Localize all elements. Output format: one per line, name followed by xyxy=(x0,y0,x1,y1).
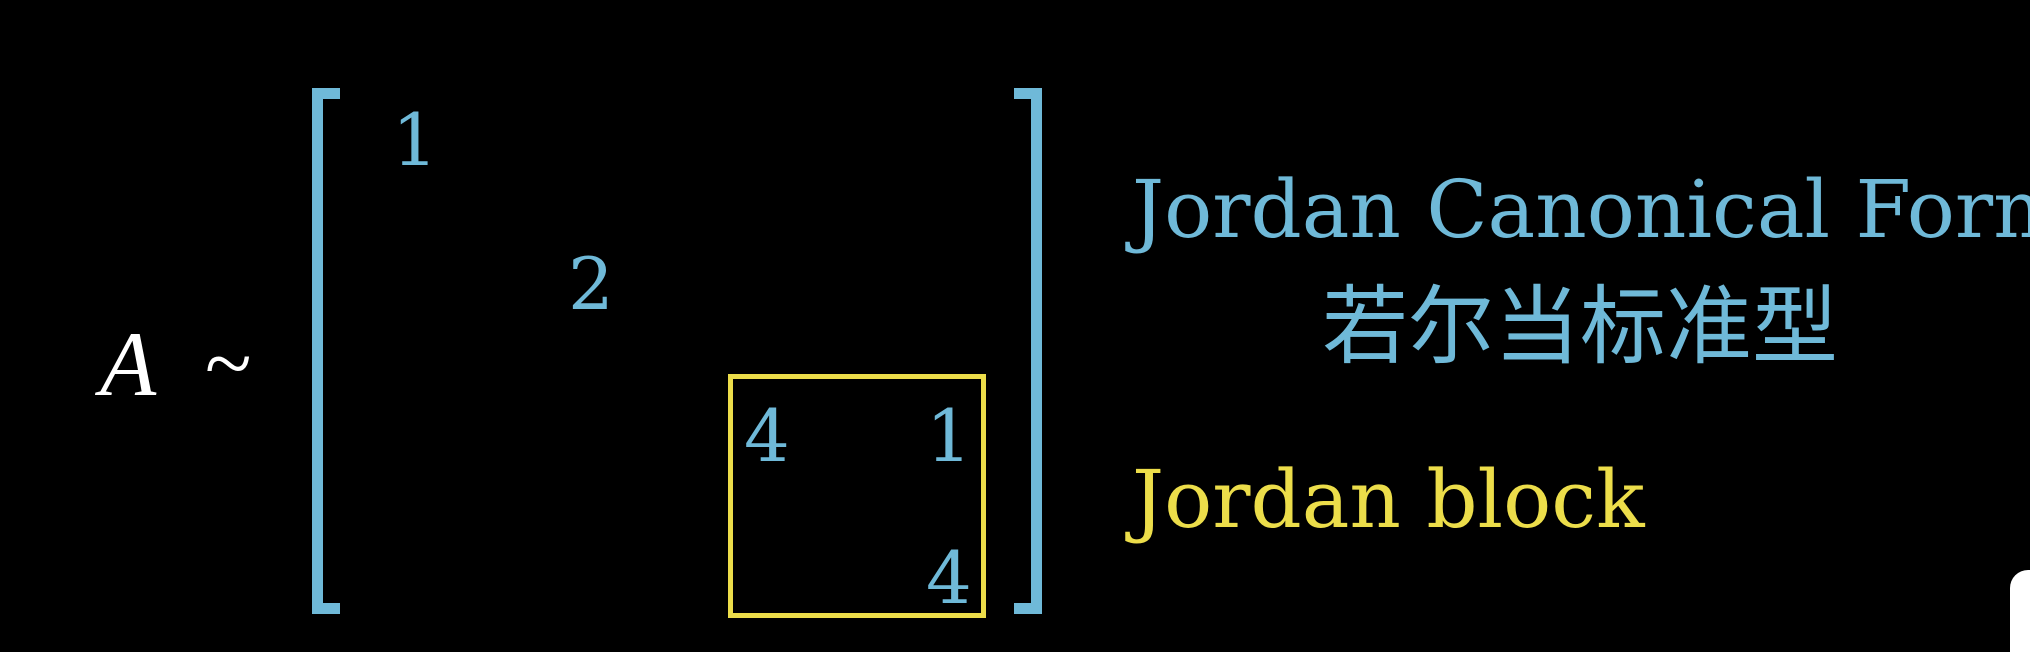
matrix-variable: A xyxy=(100,313,157,415)
equation-lhs: A ~ xyxy=(100,318,252,410)
similarity-symbol: ~ xyxy=(205,315,252,411)
matrix-entry-4-4: 4 xyxy=(926,536,972,620)
jordan-block-highlight xyxy=(728,374,986,618)
matrix-right-bracket xyxy=(1014,88,1042,614)
matrix-left-bracket xyxy=(312,88,340,614)
matrix-entry-2-2: 2 xyxy=(568,242,614,326)
jordan-canonical-form-label: Jordan Canonical Form xyxy=(1132,163,2030,256)
matrix-entry-3-3: 4 xyxy=(744,394,790,478)
edge-overlay-handle[interactable] xyxy=(2010,570,2030,652)
jordan-block-label: Jordan block xyxy=(1132,453,1645,546)
jordan-canonical-form-chinese-label: 若尔当标准型 xyxy=(1322,277,1838,377)
matrix-entry-3-4: 1 xyxy=(926,394,972,478)
matrix-entry-1-1: 1 xyxy=(392,98,438,182)
